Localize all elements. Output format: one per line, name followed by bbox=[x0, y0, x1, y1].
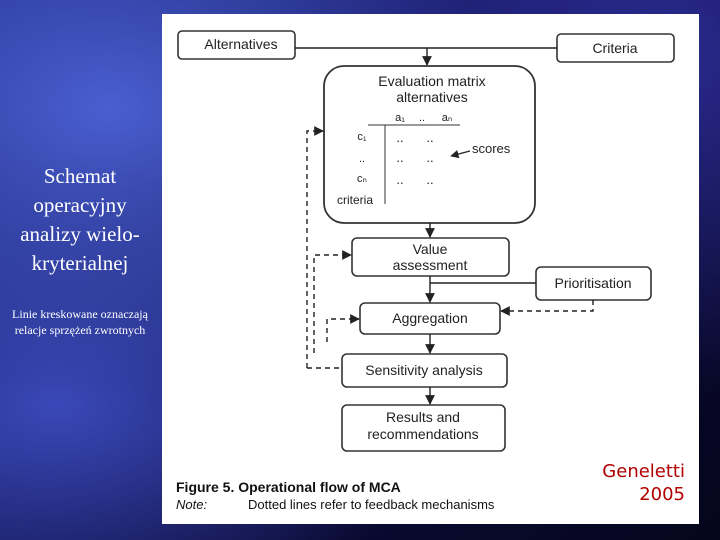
results-label-line2: recommendations bbox=[367, 426, 478, 442]
matrix-criteria-label: criteria bbox=[337, 193, 373, 207]
scores-arrow bbox=[450, 150, 471, 159]
matrix-cell: .. bbox=[396, 172, 403, 187]
matrix-cell: .. bbox=[426, 172, 433, 187]
caption-note-label: Note: bbox=[176, 497, 207, 512]
feedback-to-value bbox=[313, 250, 352, 353]
credit-name: Geneletti bbox=[602, 461, 685, 482]
matrix-row-cn: cₙ bbox=[357, 173, 367, 185]
aggregation-label: Aggregation bbox=[392, 310, 468, 326]
matrix-title-line2: alternatives bbox=[396, 89, 468, 105]
results-label-line1: Results and bbox=[386, 409, 460, 425]
credit-year: 2005 bbox=[639, 484, 685, 505]
value-label-line1: Value bbox=[413, 241, 448, 257]
caption-note-text: Dotted lines refer to feedback mechanism… bbox=[248, 497, 495, 512]
alternatives-label: Alternatives bbox=[204, 36, 277, 52]
matrix-cell: .. bbox=[396, 130, 403, 145]
prioritisation-label: Prioritisation bbox=[554, 275, 631, 291]
sensitivity-label: Sensitivity analysis bbox=[365, 362, 483, 378]
alternatives-box bbox=[177, 30, 296, 60]
mca-flow-diagram: Alternatives Criteria Evaluation matrix … bbox=[176, 30, 675, 512]
slide-title: Schemat operacyjny analizy wielo-kryteri… bbox=[20, 164, 140, 275]
matrix-title-line1: Evaluation matrix bbox=[378, 73, 485, 89]
sensitivity-analysis-box bbox=[341, 353, 508, 388]
matrix-cell: .. bbox=[426, 130, 433, 145]
value-label-line2: assessment bbox=[393, 257, 468, 273]
scores-label: scores bbox=[472, 141, 511, 156]
results-box bbox=[341, 404, 506, 452]
matrix-row-dots: .. bbox=[359, 153, 365, 165]
matrix-col-dots: .. bbox=[419, 112, 425, 124]
matrix-cell: .. bbox=[426, 150, 433, 165]
matrix-col-a1: a₁ bbox=[395, 112, 405, 124]
criteria-label: Criteria bbox=[592, 40, 637, 56]
caption-title: Figure 5. Operational flow of MCA bbox=[176, 479, 401, 495]
feedback-prioritisation bbox=[500, 300, 594, 316]
matrix-col-an: aₙ bbox=[442, 112, 453, 124]
figure-panel: Alternatives Criteria Evaluation matrix … bbox=[162, 14, 699, 524]
slide-note: Linie kreskowane oznaczają relacje sprzę… bbox=[12, 307, 148, 337]
credit: Geneletti 2005 bbox=[585, 460, 685, 506]
feedback-to-aggregation bbox=[326, 314, 360, 342]
feedback-to-matrix bbox=[306, 126, 324, 368]
matrix-cell: .. bbox=[396, 150, 403, 165]
matrix-row-c1: c₁ bbox=[357, 131, 367, 143]
